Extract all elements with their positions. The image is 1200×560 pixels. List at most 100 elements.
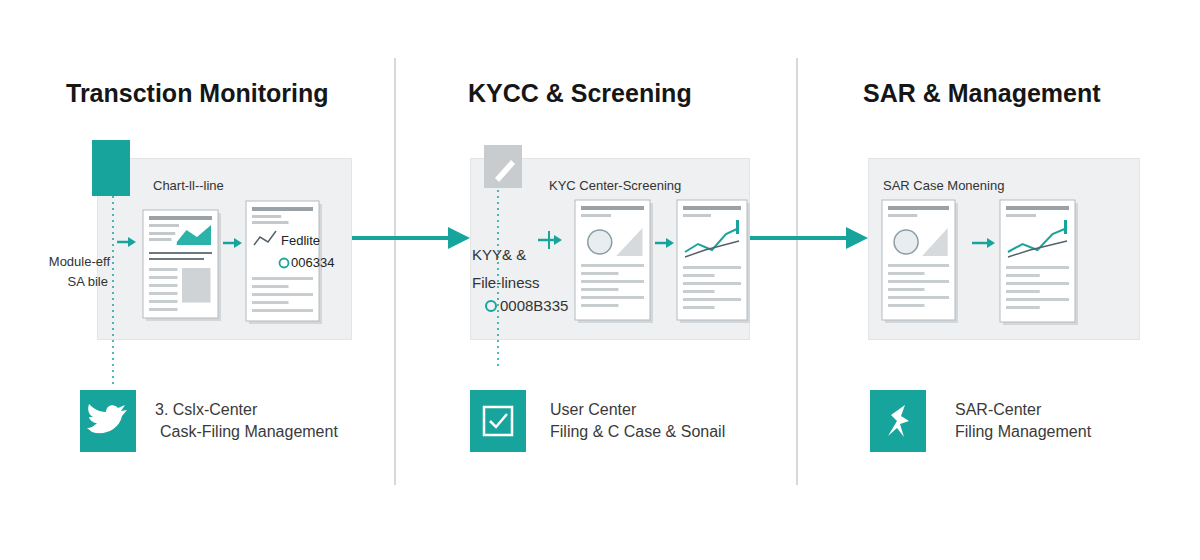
text-line [149, 308, 178, 311]
side-label: File-liness [472, 274, 562, 292]
arrow-head [666, 238, 674, 248]
text-line [149, 300, 178, 303]
text-line [888, 264, 949, 267]
small-arrow [117, 237, 136, 247]
page [882, 200, 955, 320]
tick-bar [548, 231, 550, 249]
text-line [581, 288, 619, 291]
text-line [581, 272, 619, 275]
text-line [252, 301, 289, 304]
section-panel: Fedlite006334Transction MonitoringChart-… [97, 158, 352, 340]
id-number: 0008B335 [500, 297, 600, 315]
document-icon [143, 210, 221, 321]
line-chart [254, 231, 276, 245]
area-chart [177, 225, 211, 245]
check-mark [490, 414, 507, 427]
section-divider [796, 58, 798, 485]
text-line [1006, 274, 1040, 277]
text-line [888, 272, 925, 275]
arrow-head [128, 237, 136, 247]
text-line [888, 288, 925, 291]
page [677, 200, 747, 320]
module-tab [92, 140, 130, 196]
marker-bar [1064, 220, 1067, 234]
text-line [581, 206, 644, 210]
icon-tile [80, 390, 136, 452]
text-line [252, 277, 313, 280]
center-icon [470, 390, 526, 452]
text-line [683, 306, 715, 309]
text-line [1006, 290, 1040, 293]
center-subtitle: Filing & C Case & Sonail [550, 422, 790, 441]
side-label: SA bile [20, 274, 108, 290]
id-symbol [280, 259, 289, 268]
document-icon [575, 200, 653, 323]
module-tab [484, 145, 522, 188]
document-card: Fedlite006334 [246, 201, 319, 321]
arrow-head [554, 235, 562, 245]
icon-tile [870, 390, 926, 452]
checkbox-symbol [484, 407, 512, 435]
text-line [149, 216, 212, 220]
text-line [1006, 206, 1069, 210]
page [1000, 200, 1075, 322]
document-icon [882, 200, 958, 323]
pencil-symbol [495, 160, 515, 182]
section-heading: Transction Monitoring [66, 78, 426, 108]
text-line [252, 215, 281, 218]
center-icon [80, 390, 136, 452]
text-line [252, 207, 313, 211]
arrow-head [234, 238, 242, 248]
page [575, 200, 650, 320]
center-title: User Center [550, 400, 770, 419]
text-line [149, 258, 204, 260]
circle-figure [894, 230, 918, 254]
text-line [149, 252, 212, 254]
line-chart [1008, 241, 1067, 257]
text-line [683, 282, 741, 285]
text-line [149, 232, 175, 235]
text-line [581, 214, 611, 217]
text-line [581, 296, 644, 299]
id-symbol [486, 301, 496, 311]
text-line [581, 264, 644, 267]
arrow-head [987, 238, 995, 248]
image-block [922, 228, 948, 256]
text-line [149, 224, 179, 227]
text-line [683, 298, 741, 301]
text-line [888, 206, 949, 210]
panel-title: KYC Center-Screening [549, 178, 749, 194]
arrow-shaft [972, 242, 989, 245]
side-label: KYY& & [472, 246, 562, 264]
panel-title: SAR Case Monening [883, 178, 1103, 194]
center-subtitle: Cask-Filing Management [160, 422, 400, 441]
text-line [581, 304, 619, 307]
text-line [149, 292, 178, 295]
center-icon [870, 390, 926, 452]
marker-bar [736, 220, 739, 234]
text-line [683, 274, 715, 277]
text-line [888, 280, 949, 283]
center-item: SAR-CenterFiling Management [870, 390, 1170, 452]
section-divider [394, 58, 396, 485]
image-block [616, 228, 642, 256]
text-line [149, 238, 172, 241]
text-line [149, 268, 178, 271]
text-line [581, 280, 644, 283]
center-title: 3. Cslx-Center [155, 400, 385, 419]
doc-label: Fedlite [281, 233, 371, 249]
small-arrow [223, 238, 242, 248]
text-line [1006, 306, 1040, 309]
center-item: User CenterFiling & C Case & Sonail [470, 390, 770, 452]
figure-symbol [888, 405, 909, 437]
page [143, 210, 218, 318]
line-chart [685, 241, 739, 257]
dotted-leader [112, 196, 114, 385]
flow-arrow [750, 236, 858, 240]
panel-title: Chart-ll--line [153, 178, 343, 194]
bird-symbol [87, 404, 127, 433]
